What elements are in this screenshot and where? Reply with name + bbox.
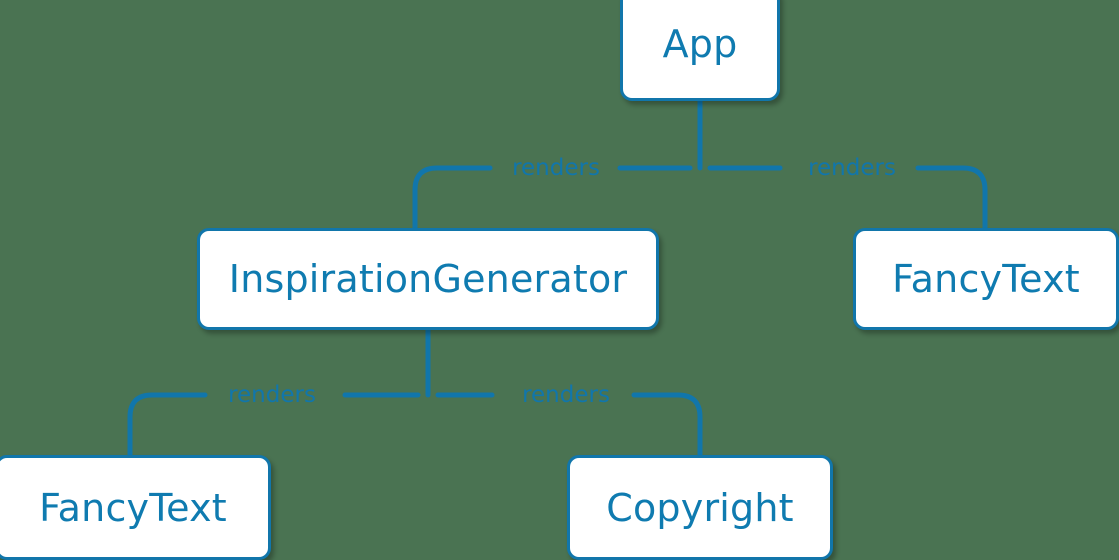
node-inspirationgenerator-label: InspirationGenerator	[228, 257, 628, 301]
node-inspirationgenerator[interactable]: InspirationGenerator	[197, 228, 659, 330]
node-app-label: App	[662, 21, 738, 66]
node-copyright[interactable]: Copyright	[567, 455, 833, 560]
edge-label-app-to-inspirationgenerator: renders	[512, 155, 600, 181]
edge-inspirationgenerator-to-copyright-seg2	[631, 392, 703, 458]
node-app[interactable]: App	[620, 0, 780, 101]
node-fancytext-right[interactable]: FancyText	[853, 228, 1119, 330]
edge-label-inspirationgenerator-to-copyright: renders	[522, 382, 610, 408]
edge-app-to-inspirationgenerator-seg2	[412, 165, 493, 231]
node-copyright-label: Copyright	[606, 485, 794, 530]
edge-app-to-fancytext-seg2	[915, 165, 988, 231]
node-fancytext-bottom[interactable]: FancyText	[0, 455, 271, 560]
node-fancytext-right-label: FancyText	[892, 257, 1080, 301]
edge-label-app-to-fancytext: renders	[808, 155, 896, 181]
edge-label-inspirationgenerator-to-fancytext: renders	[228, 382, 316, 408]
node-fancytext-bottom-label: FancyText	[39, 485, 227, 530]
edge-inspirationgenerator-to-fancytext-seg2	[127, 392, 208, 458]
